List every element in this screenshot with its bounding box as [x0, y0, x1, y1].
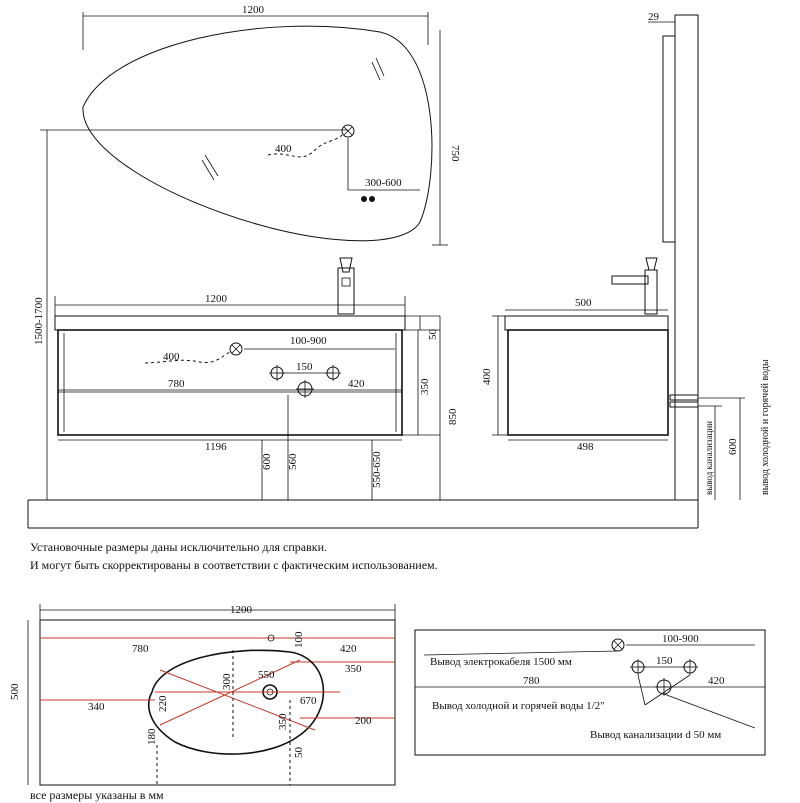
- plan-d300-label: 300: [221, 673, 233, 690]
- cabinet-body: [57, 329, 403, 436]
- legend-water-label: Вывод холодной и горячей воды 1/2": [432, 700, 605, 712]
- countertop: [54, 315, 406, 331]
- mirror-cable-label: 400: [275, 143, 292, 155]
- cabinet-left-780-label: 780: [168, 378, 185, 390]
- wall: [674, 14, 699, 501]
- install-height-label: 1500-1700: [33, 297, 45, 345]
- cabinet-right-420-label: 420: [348, 378, 365, 390]
- side-view: 29 500 498 400 вывод канализации 600 выв…: [481, 11, 771, 501]
- plan-depth-label: 500: [9, 683, 21, 700]
- plan-d780-label: 780: [132, 643, 149, 655]
- plan-d50-label: 50: [293, 747, 305, 759]
- cabinet-span-150-label: 150: [296, 361, 313, 373]
- side-height-label: 400: [481, 368, 493, 385]
- plan-view: 1200 500 780 100 420 350 340 550 300 220…: [9, 604, 396, 786]
- plan-width-label: 1200: [230, 604, 253, 616]
- cabinet-front-view: 1200 400 100-900 150 780 420 1196: [27, 257, 699, 529]
- plan-outline: [39, 619, 396, 786]
- cabinet-bottom-width-label: 1196: [205, 441, 227, 453]
- cabinet-h50-label: 50: [427, 329, 439, 341]
- mirror-cable-line: [267, 134, 343, 158]
- plan-d200-label: 200: [355, 715, 372, 727]
- legend-span-100-900-label: 100-900: [662, 633, 699, 645]
- side-bottom-width-label: 498: [577, 441, 594, 453]
- cabinet-span-100-900-label: 100-900: [290, 335, 327, 347]
- legend-sewer-label: Вывод канализации d 50 мм: [590, 729, 721, 741]
- plan-d340-label: 340: [88, 701, 105, 713]
- legend-left-780-label: 780: [523, 675, 540, 687]
- side-h600-label: 600: [727, 438, 739, 455]
- cabinet-cable-label: 400: [163, 351, 180, 363]
- mirror-offset-label: 300-600: [365, 177, 402, 189]
- cabinet-h850-label: 850: [447, 408, 459, 425]
- legend-span-150-label: 150: [656, 655, 673, 667]
- side-body: [507, 329, 669, 436]
- legend-cable-label: Вывод электрокабеля 1500 мм: [430, 656, 572, 668]
- mirror-depth-label: 29: [648, 11, 660, 23]
- plan-d350b-label: 350: [277, 713, 289, 730]
- cabinet-h560-label: 560: [287, 453, 299, 470]
- plan-d350a-label: 350: [345, 663, 362, 675]
- plan-d670-label: 670: [300, 695, 317, 707]
- side-countertop: [504, 315, 669, 331]
- mirror-dot-icon: [369, 196, 375, 202]
- legend-box: 100-900 Вывод электрокабеля 1500 мм 150 …: [414, 629, 766, 756]
- mirror-switch-icon: [341, 124, 355, 138]
- side-water-label: вывод холодной и горячей воды: [760, 359, 771, 495]
- side-top-width-label: 500: [575, 297, 592, 309]
- cabinet-h600-label: 600: [261, 453, 273, 470]
- mirror-height-label: 750: [449, 145, 461, 162]
- cabinet-top-width-label: 1200: [205, 293, 228, 305]
- cabinet-h350-label: 350: [419, 378, 431, 395]
- plan-d420-label: 420: [340, 643, 357, 655]
- mirror-dot-icon: [361, 196, 367, 202]
- cabinet-h550-650-label: 550-650: [371, 451, 383, 488]
- plan-d220-label: 220: [157, 695, 169, 712]
- legend-right-420-label: 420: [708, 675, 725, 687]
- side-sewer-label: вывод канализации: [704, 421, 714, 495]
- plan-d180-label: 180: [146, 728, 158, 745]
- note-reference: Установочные размеры даны исключительно …: [30, 540, 328, 554]
- note-adjustable: И могут быть скорректированы в соответст…: [30, 558, 438, 572]
- note-units: все размеры указаны в мм: [30, 788, 164, 802]
- plan-d100-label: 100: [293, 631, 305, 648]
- mirror-front-view: 1200 750 400 300-600 1500-1700: [33, 4, 461, 500]
- mirror-outline: [82, 25, 433, 242]
- sink-basin: [148, 649, 325, 755]
- plan-d550-label: 550: [258, 669, 275, 681]
- mirror-width-label: 1200: [242, 4, 265, 16]
